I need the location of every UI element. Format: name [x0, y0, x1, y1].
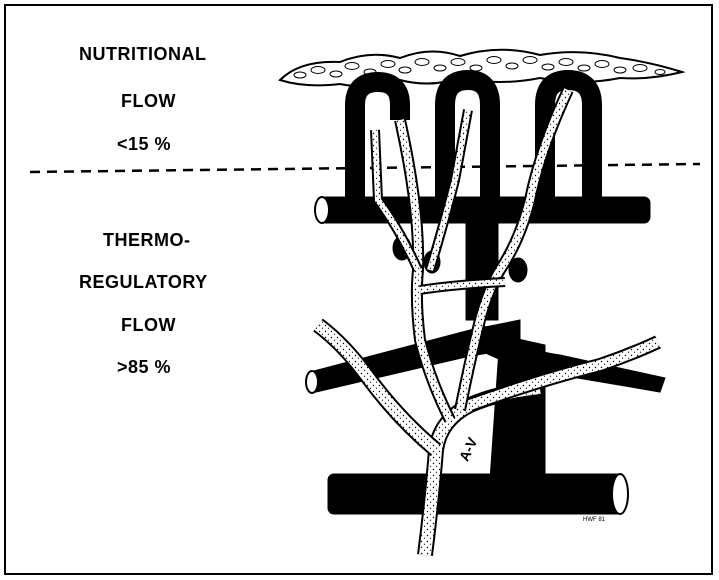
av-shunt-label: A-V: [456, 434, 481, 463]
artist-signature: HWF 81: [583, 517, 606, 523]
